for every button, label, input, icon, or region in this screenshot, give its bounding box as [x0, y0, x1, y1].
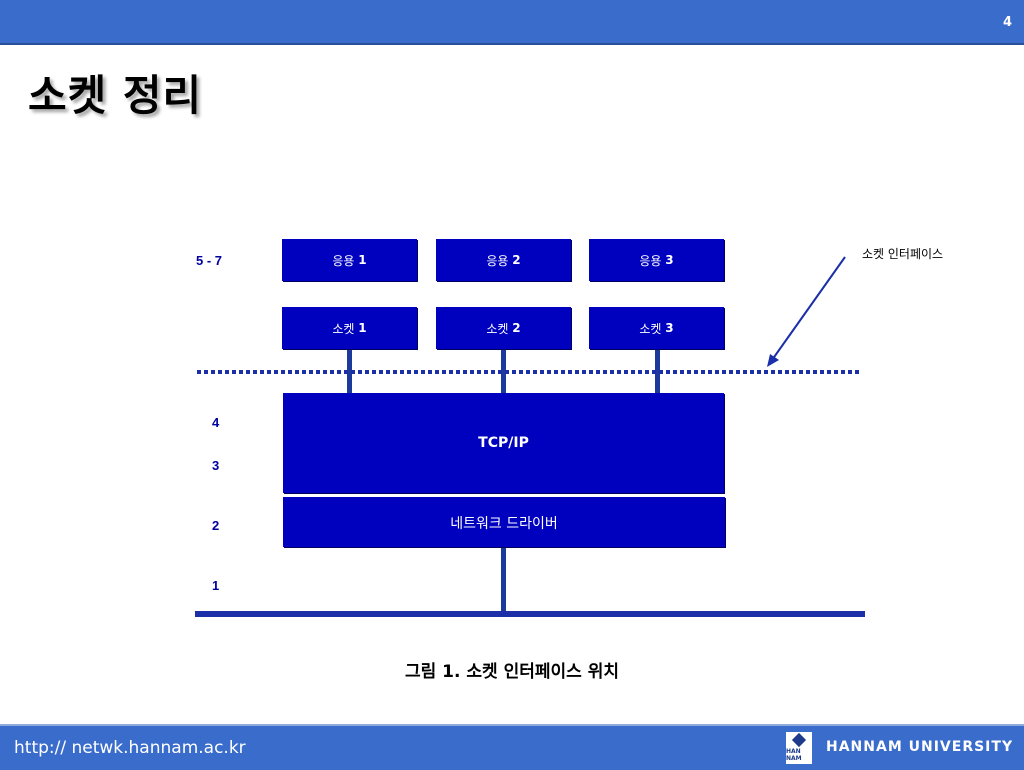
- socket-1-num: 1: [358, 321, 367, 335]
- socket-interface-callout: 소켓 인터페이스: [862, 247, 944, 261]
- socket-2-connector: [501, 348, 506, 394]
- socket-3-num: 3: [665, 321, 674, 335]
- app-2-name: 응용: [486, 253, 509, 268]
- layer-number-1: 1: [212, 578, 220, 593]
- socket-box-2: 소켓 2: [436, 307, 571, 349]
- socket-1-connector: [347, 348, 352, 394]
- network-line: [195, 611, 865, 617]
- app-3-name: 응용: [639, 253, 662, 268]
- app-box-3: 응용 3: [589, 239, 724, 281]
- university-logo-icon: HAN NAM: [786, 732, 812, 764]
- app-box-1: 응용 1: [282, 239, 417, 281]
- network-driver-label: 네트워크 드라이버: [450, 516, 558, 532]
- app-1-num: 1: [358, 253, 367, 267]
- app-2-num: 2: [512, 253, 521, 267]
- logo-text: HAN NAM: [786, 748, 802, 762]
- tcpip-label: TCP/IP: [478, 435, 529, 451]
- page-number: 4: [1002, 15, 1012, 30]
- university-name: HANNAM UNIVERSITY: [826, 739, 1014, 755]
- socket-2-num: 2: [512, 321, 521, 335]
- slide-title: 소켓 정리: [28, 71, 203, 120]
- logo-diamond: [791, 732, 807, 748]
- callout-arrow-line: [771, 256, 846, 361]
- header-bar: 4: [0, 0, 1024, 45]
- callout-arrowhead: [767, 354, 779, 367]
- socket-3-name: 소켓: [639, 321, 662, 336]
- app-3-num: 3: [665, 253, 674, 267]
- layer-number-2: 2: [212, 518, 220, 533]
- socket-3-connector: [655, 348, 660, 394]
- app-1-name: 응용: [332, 253, 355, 268]
- figure-caption: 그림 1. 소켓 인터페이스 위치: [404, 662, 619, 682]
- tcpip-box: TCP/IP: [283, 393, 724, 493]
- layer-number-app: 5 - 7: [196, 253, 223, 268]
- socket-2-name: 소켓: [486, 321, 509, 336]
- layer-number-4: 4: [212, 415, 220, 430]
- footer-bar: http:// netwk.hannam.ac.kr HAN NAM HANNA…: [0, 724, 1024, 770]
- socket-box-3: 소켓 3: [589, 307, 724, 349]
- footer-url[interactable]: http:// netwk.hannam.ac.kr: [14, 738, 246, 758]
- network-driver-box: 네트워크 드라이버: [283, 497, 725, 547]
- app-box-2: 응용 2: [436, 239, 571, 281]
- driver-connector: [501, 546, 506, 616]
- layer-number-3: 3: [212, 458, 220, 473]
- socket-box-1: 소켓 1: [282, 307, 417, 349]
- socket-1-name: 소켓: [332, 321, 355, 336]
